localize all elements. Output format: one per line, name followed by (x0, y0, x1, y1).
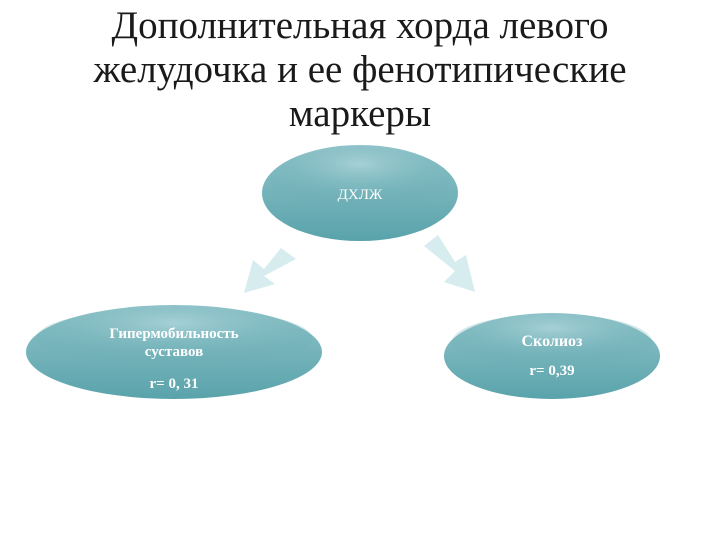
node-right-correlation: r= 0,39 (529, 363, 574, 379)
node-left-line-2: суставов (145, 344, 203, 360)
slide-title: Дополнительная хорда левого желудочка и … (40, 4, 680, 136)
node-right-line-1: Сколиоз (522, 333, 584, 350)
node-left: Гипермобильность суставов r= 0, 31 (26, 305, 322, 399)
arrow-to-right-node (424, 235, 475, 292)
title-line-3: маркеры (288, 92, 432, 135)
title-line-1: Дополнительная хорда левого (111, 4, 609, 47)
node-center-label: ДХЛЖ (338, 187, 383, 203)
node-left-correlation: r= 0, 31 (150, 376, 199, 392)
node-left-line-1: Гипермобильность (109, 326, 238, 342)
node-center: ДХЛЖ (262, 145, 458, 241)
arrow-to-left-node (244, 248, 296, 293)
title-line-2: желудочка и ее фенотипические (93, 48, 627, 91)
node-right: Сколиоз r= 0,39 (444, 313, 660, 399)
